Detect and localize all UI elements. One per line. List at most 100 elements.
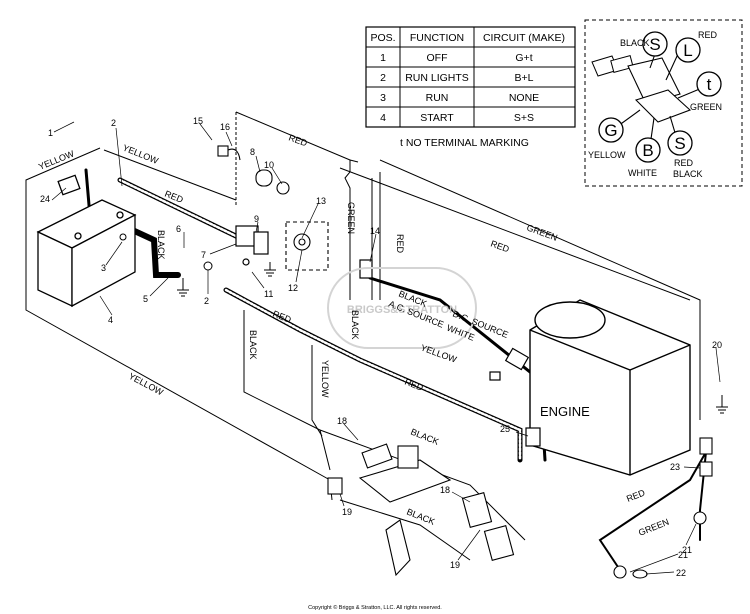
switch-body [617, 39, 703, 147]
engine-label: ENGINE [540, 404, 590, 419]
part-number: 19 [342, 507, 352, 517]
table-cell: OFF [427, 52, 448, 64]
green-long-outline [379, 159, 701, 420]
connector-25 [525, 427, 541, 447]
brake-switch-assembly [385, 491, 515, 577]
table-cell: 3 [380, 92, 386, 104]
part-number: 7 [201, 250, 206, 260]
solenoid [235, 225, 269, 266]
table-header-pos: POS. [370, 32, 395, 44]
switch-label-red: RED [698, 30, 718, 40]
part-number: 19 [450, 560, 460, 570]
terminal-g: G [604, 121, 617, 140]
terminal-l: L [683, 41, 692, 60]
part-number: 25 [500, 424, 510, 434]
engine [529, 299, 691, 476]
part-number: 5 [143, 294, 148, 304]
part-number: 10 [264, 160, 274, 170]
part-number: 2 [111, 118, 116, 128]
table-cell: 4 [380, 112, 386, 124]
part-number: 14 [370, 226, 380, 236]
part-number: 22 [676, 568, 686, 578]
terminal-s-bottom: S [674, 134, 685, 153]
wire-label-yellow: YELLOW [320, 360, 330, 398]
part-number: 4 [108, 315, 113, 325]
part-number: 23 [670, 462, 680, 472]
switch-label-red-2: RED [674, 158, 694, 168]
wire-label-black: BLACK [248, 330, 258, 360]
table-header-circuit: CIRCUIT (MAKE) [483, 32, 565, 44]
wire-label-red: RED [287, 132, 309, 148]
wire-label-green: GREEN [346, 202, 356, 234]
part-number: 11 [264, 289, 273, 299]
wire-label-black: BLACK [409, 427, 440, 447]
terminal-circle-g [598, 117, 624, 143]
ignition-switch [217, 145, 329, 271]
part-numbers: 1 2 2 3 4 5 6 7 8 9 10 11 12 13 14 15 16… [40, 116, 722, 578]
table-header-function: FUNCTION [410, 32, 464, 44]
part-number: 15 [193, 116, 203, 126]
lower-right-harness [598, 451, 707, 571]
key-icon [591, 55, 634, 77]
part-number: 13 [316, 196, 326, 206]
switch-label-white: WHITE [628, 168, 657, 178]
wire-label-black: BLACK [156, 230, 166, 260]
part-number: 12 [288, 283, 298, 293]
red-harness-outline [103, 149, 237, 201]
wire-label-red: RED [489, 238, 511, 254]
wire-label-red: RED [403, 377, 425, 394]
part-number: 20 [712, 340, 722, 350]
part-number: 6 [176, 224, 181, 234]
table-cell: RUN [426, 92, 449, 104]
switch-label-yellow: YELLOW [588, 150, 626, 160]
black-lower-outline-2 [319, 429, 526, 541]
terminal-t: t [707, 75, 712, 94]
leader-lines [51, 121, 721, 575]
wire-label-red: RED [625, 487, 647, 504]
yellow-vertical-outline [311, 345, 323, 437]
watermark: BRIGGS&STRATTON [327, 267, 477, 349]
terminal-circle-t [696, 71, 722, 97]
part-number: 21 [678, 550, 688, 560]
terminal-circle-s-top [642, 31, 668, 57]
part-number: 21 [682, 545, 692, 555]
terminal-circle-s-bottom [667, 130, 693, 156]
wire-label-black: BLACK [405, 507, 436, 527]
copyright: Copyright © Briggs & Stratton, LLC. All … [308, 604, 442, 611]
switch-label-green: GREEN [690, 102, 722, 112]
switch-detail: S L t G B S BLACK RED GREEN YELLOW WHITE… [584, 19, 743, 187]
wire-label-yellow: YELLOW [37, 148, 76, 172]
dc-connector [489, 347, 530, 381]
black-lower-outline [243, 310, 331, 471]
wire-label-green: GREEN [637, 517, 670, 538]
watermark-text: BRIGGS&STRATTON [347, 304, 457, 316]
battery-black-cable [125, 225, 181, 278]
part-number: 8 [250, 147, 255, 157]
table-cell: 1 [380, 52, 386, 64]
battery [36, 174, 137, 308]
wire-label-black: BLACK [350, 310, 360, 340]
part-number: 2 [204, 296, 209, 306]
part-number: 9 [254, 214, 259, 224]
table-cell: G+t [515, 52, 532, 64]
black-diagonal-outline [339, 499, 471, 561]
switch-label-black-2: BLACK [673, 169, 703, 179]
wire-label-yellow: YELLOW [419, 342, 458, 364]
table-cell: B+L [515, 72, 534, 84]
table-cell: NONE [509, 92, 539, 104]
table-cell: 2 [380, 72, 386, 84]
wire-label-red: RED [395, 234, 405, 254]
part-number: 24 [40, 194, 50, 204]
terminal-b: B [642, 141, 653, 160]
table-cell: START [420, 112, 454, 124]
terminal-s-top: S [649, 35, 660, 54]
function-table: POS. FUNCTION CIRCUIT (MAKE) 1 OFF G+t 2… [365, 26, 576, 149]
terminal-circle-l [675, 37, 701, 63]
red-long-outline [339, 167, 691, 301]
part-number: 16 [220, 122, 230, 132]
part-number: 18 [440, 485, 450, 495]
table-note: t NO TERMINAL MARKING [400, 137, 529, 149]
part-number: 3 [101, 263, 106, 273]
part-number: 1 [48, 128, 53, 138]
